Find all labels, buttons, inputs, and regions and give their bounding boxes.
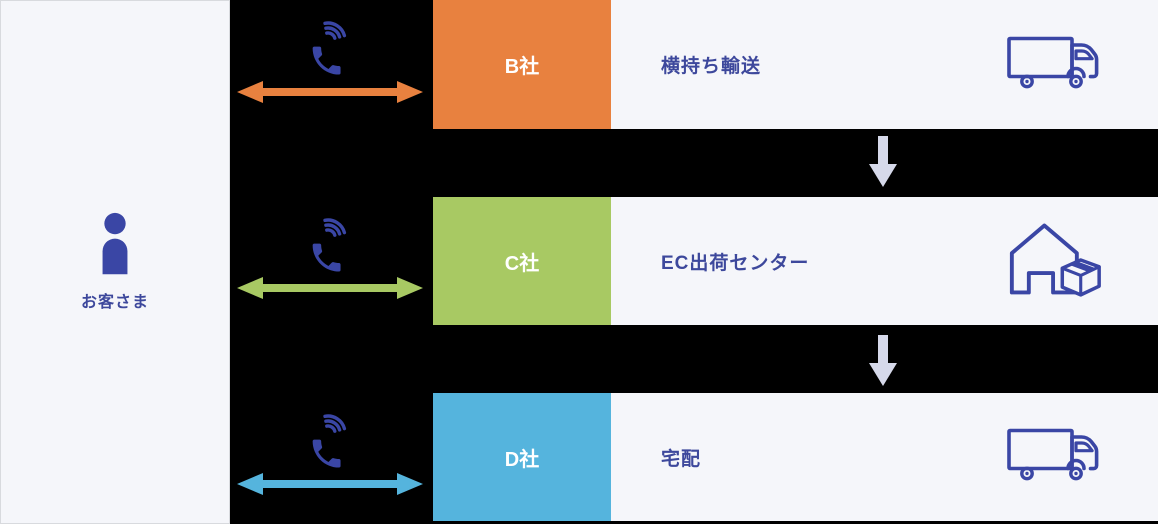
phone-icon [306,14,350,85]
warehouse-icon [1007,219,1104,304]
info-panel-d: 宅配 [611,393,1158,521]
comm-zone-c [230,197,433,325]
down-arrow [869,335,897,387]
flow-row-d: D社 宅配 [230,393,1158,521]
comm-zone-d [230,393,433,521]
phone-icon [306,407,350,478]
customer-label: お客さま [80,294,149,311]
flow-row-c: C社 EC出荷センター [230,197,1158,325]
phone-icon [306,211,350,282]
company-box-b: B社 [433,0,611,129]
two-way-arrow-c [237,275,423,306]
info-panel-c: EC出荷センター [611,197,1158,325]
service-label-b: 横持ち輸送 [661,56,762,77]
service-label-d: 宅配 [661,448,702,470]
truck-icon [1007,36,1099,93]
person-icon [102,212,128,275]
comm-zone-b [230,0,433,129]
flow-row-b: B社 横持ち輸送 [230,0,1158,129]
two-way-arrow-b [237,79,423,110]
service-label-c: EC出荷センター [661,252,810,274]
company-box-c: C社 [433,197,611,325]
two-way-arrow-d [237,471,423,502]
down-arrow [869,136,897,188]
customer-panel: お客さま [0,0,230,524]
company-box-d: D社 [433,393,611,521]
truck-icon [1007,428,1099,486]
info-panel-b: 横持ち輸送 [611,0,1158,129]
